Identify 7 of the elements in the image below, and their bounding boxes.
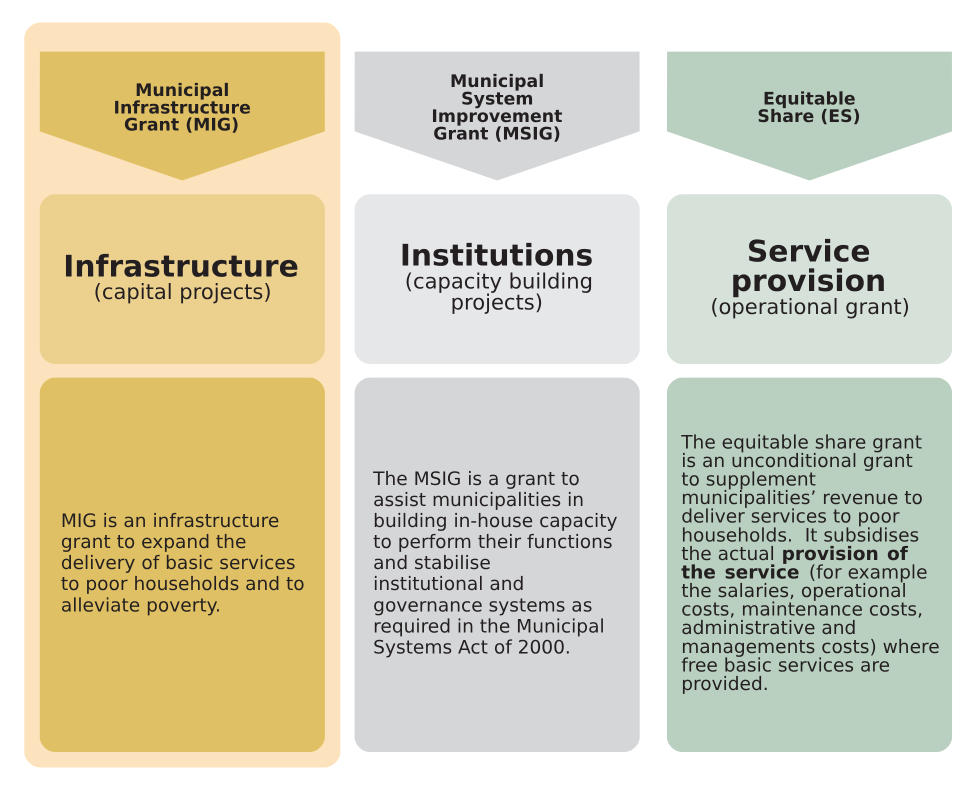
- node-box: Service provision (operational grant): [666, 194, 952, 364]
- node-box: Institutions (capacity building projects): [354, 194, 640, 364]
- node-box: The equitable share grant is an unconditional grant to supplement municipalities’ revenue to deliver services to poor households. It subsidises the actual provision of the service (for example the salaries, operational costs, maintenance costs, administrative and managements costs) where free basic services are provided.: [666, 378, 952, 752]
- cluster: [24, 22, 340, 768]
- node-box: Infrastructure (capital projects): [40, 194, 325, 364]
- node-box: MIG is an infrastructure grant to expand the delivery of basic services to poor households and to alleviate poverty.: [40, 378, 325, 752]
- node-box: The MSIG is a grant to assist municipalities in building in-house capacity to perform their functions and stabilise institutional and governance systems as required in the Municipal Systems Act of 2000.: [354, 378, 640, 752]
